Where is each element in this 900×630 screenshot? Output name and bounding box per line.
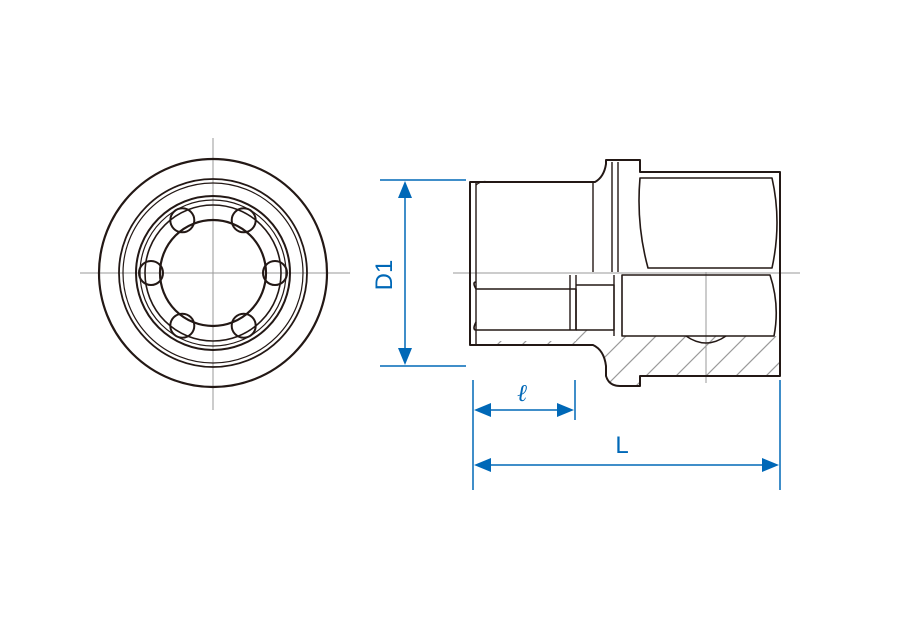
drive-square-top	[638, 177, 778, 269]
arrow-down	[398, 348, 412, 365]
drive-bore	[621, 274, 778, 337]
arrow-right	[557, 403, 574, 417]
chamfer-circle	[118, 178, 308, 368]
bore-circle	[122, 182, 304, 364]
arrow-left	[474, 403, 491, 417]
side-view-outline	[469, 159, 781, 387]
arrow-up	[398, 181, 412, 198]
socket-depth-label: ℓ	[517, 381, 527, 407]
notch	[230, 312, 257, 339]
arrow-left	[474, 458, 491, 472]
arrow-right	[762, 458, 779, 472]
socket-body-outline	[469, 159, 781, 387]
notch	[169, 312, 196, 339]
side-view-centerlines	[453, 272, 800, 383]
d1-label: D1	[371, 260, 398, 291]
dimension-d1: D1	[371, 179, 466, 367]
dimension-length: L	[474, 380, 781, 490]
end-view	[80, 138, 350, 410]
ball-detent-notches	[138, 207, 288, 339]
twelve-point-outer	[135, 195, 291, 351]
side-view	[453, 159, 800, 387]
notch	[169, 207, 196, 234]
transition-pocket	[576, 284, 615, 331]
drive-opening-circle	[158, 218, 268, 328]
notch	[138, 260, 164, 286]
hex-bore	[473, 281, 577, 331]
detent-ball-arc	[685, 335, 727, 344]
notch	[230, 207, 257, 234]
dimensions: D1 ℓ L	[371, 179, 781, 490]
upper-bore-edge	[475, 180, 489, 186]
notch	[262, 260, 288, 286]
hex-ring	[144, 204, 282, 342]
dimension-socket-depth: ℓ	[472, 380, 576, 490]
end-view-outline	[97, 157, 329, 389]
length-label: L	[615, 432, 628, 459]
outer-circle	[97, 157, 329, 389]
